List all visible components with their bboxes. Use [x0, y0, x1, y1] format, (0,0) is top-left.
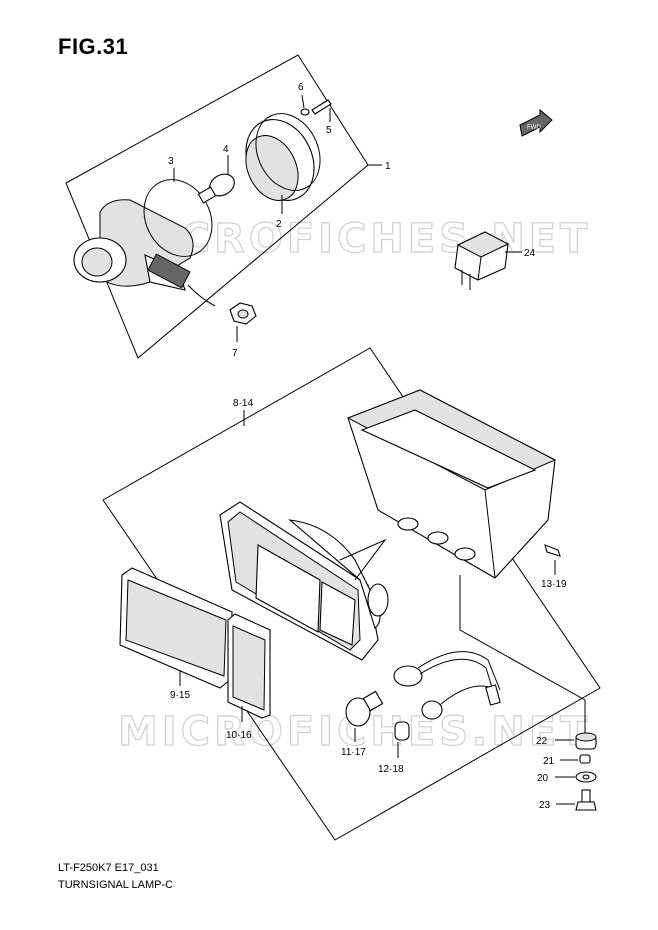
- lens-part-9-15[interactable]: [119, 567, 233, 689]
- callout-10-16[interactable]: 10·16: [226, 730, 252, 741]
- callout-24[interactable]: 24: [524, 248, 536, 259]
- bolt-part-23[interactable]: [575, 789, 597, 811]
- callout-5[interactable]: 5: [326, 125, 332, 136]
- lens-part-10-16[interactable]: [227, 613, 271, 719]
- callout-7[interactable]: 7: [232, 348, 238, 359]
- callout-12-18[interactable]: 12·18: [378, 764, 404, 775]
- callout-13-19[interactable]: 13·19: [541, 579, 567, 590]
- washer-part-6[interactable]: [300, 108, 310, 116]
- nut-part-7[interactable]: [229, 302, 257, 325]
- bulb-part-4[interactable]: [197, 170, 238, 204]
- callout-4[interactable]: 4: [223, 144, 229, 155]
- callout-8-14[interactable]: 8·14: [233, 398, 253, 409]
- callout-9-15[interactable]: 9·15: [170, 690, 190, 701]
- screw-part-5[interactable]: [311, 99, 332, 115]
- watermark-top: MICROFICHES.NET: [118, 216, 591, 262]
- relay-part-24[interactable]: [454, 231, 510, 290]
- svg-text:FWD: FWD: [527, 125, 541, 131]
- lower-assembly-frame: [102, 347, 601, 841]
- grommet-part-22[interactable]: [575, 732, 597, 750]
- socket-harness[interactable]: [393, 651, 501, 720]
- lamp-case[interactable]: [346, 389, 557, 579]
- model-code: LT-F250K7 E17_031: [58, 862, 159, 874]
- callout-22[interactable]: 22: [536, 736, 548, 747]
- callout-1[interactable]: 1: [385, 161, 391, 172]
- callout-6[interactable]: 6: [298, 82, 304, 93]
- figure-name: TURNSIGNAL LAMP-C: [58, 879, 174, 891]
- bulb-part-12-18[interactable]: [394, 721, 410, 741]
- callout-2[interactable]: 2: [276, 219, 282, 230]
- lamp-body[interactable]: [219, 501, 389, 661]
- callout-11-17[interactable]: 11·17: [341, 747, 366, 758]
- callout-23[interactable]: 23: [539, 800, 551, 811]
- callout-20[interactable]: 20: [537, 773, 549, 784]
- fwd-arrow-icon: FWD: [519, 108, 553, 137]
- figure-title: FIG.31: [58, 34, 129, 59]
- collar-part-21[interactable]: [579, 754, 591, 764]
- bulb-part-11-17[interactable]: [345, 690, 384, 727]
- gasket-ring[interactable]: [131, 168, 225, 269]
- callout-21[interactable]: 21: [543, 756, 555, 767]
- screw-part-13-19[interactable]: [544, 544, 561, 557]
- callout-3[interactable]: 3: [168, 156, 174, 167]
- lens-part-2[interactable]: [233, 103, 332, 212]
- leader-right-column: [459, 575, 586, 735]
- lamp-housing[interactable]: [73, 199, 216, 307]
